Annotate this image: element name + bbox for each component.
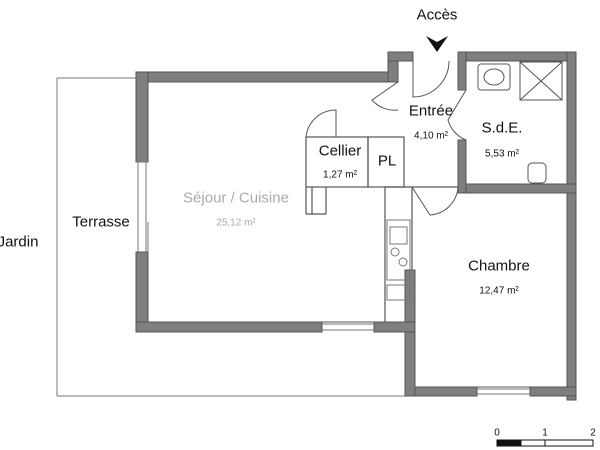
cellier-name: Cellier bbox=[318, 142, 362, 160]
partitions bbox=[305, 136, 458, 322]
sejour-area: 25,12 m² bbox=[216, 217, 256, 229]
scale-tick-1: 1 bbox=[542, 427, 548, 439]
entree-name: Entrée bbox=[408, 102, 454, 120]
bathroom-fixtures bbox=[477, 61, 563, 184]
jardin-name: Jardin bbox=[0, 233, 39, 251]
doors bbox=[305, 60, 530, 388]
kitchen-counter bbox=[386, 219, 411, 301]
sejour-name: Séjour / Cuisine bbox=[183, 189, 289, 207]
sde-area: 5,53 m² bbox=[485, 148, 519, 160]
terrasse-name: Terrasse bbox=[72, 213, 130, 231]
scale-tick-2: 2 bbox=[590, 427, 596, 439]
access-label: Accès bbox=[416, 6, 458, 24]
pl-name: PL bbox=[377, 152, 397, 170]
entree-area: 4,10 m² bbox=[414, 130, 448, 142]
entrance-arrow-icon bbox=[426, 36, 448, 52]
cellier-area: 1,27 m² bbox=[323, 169, 357, 181]
scale-bar bbox=[496, 439, 594, 447]
sde-name: S.d.E. bbox=[481, 119, 523, 137]
chambre-name: Chambre bbox=[468, 257, 530, 275]
scale-tick-0: 0 bbox=[494, 427, 500, 439]
chambre-area: 12,47 m² bbox=[479, 285, 519, 297]
terrace-outline bbox=[56, 77, 405, 397]
windows bbox=[136, 161, 530, 395]
walls bbox=[135, 51, 577, 401]
